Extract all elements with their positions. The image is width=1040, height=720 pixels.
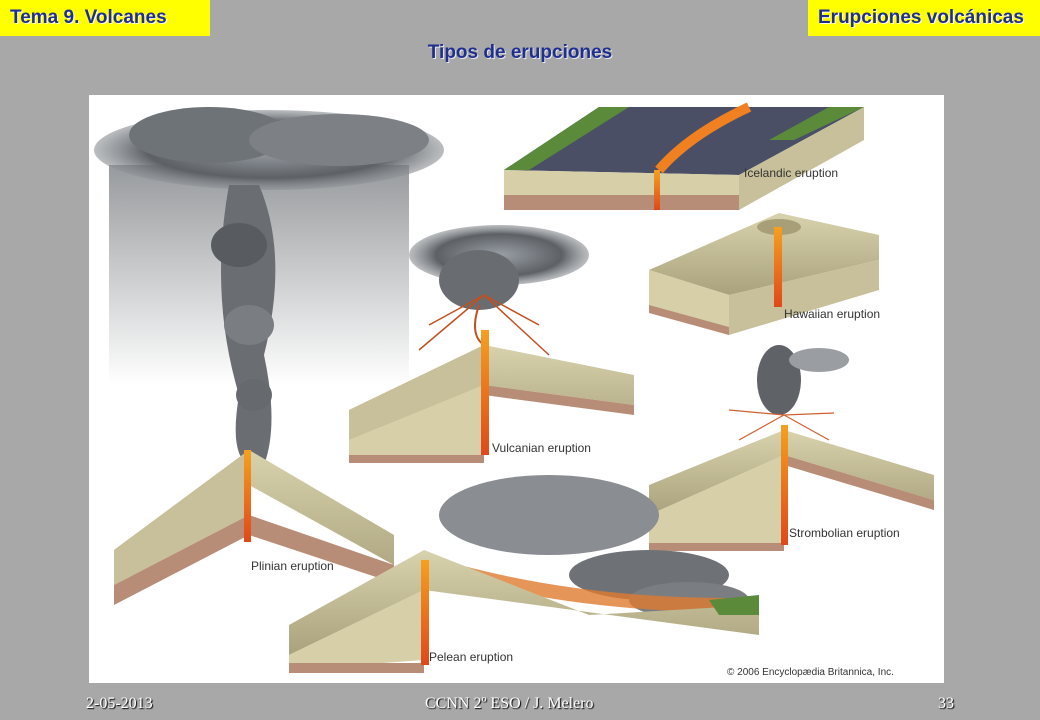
footer-course: CCNN 2º ESO / J. Melero (425, 695, 594, 712)
label-strombolian: Strombolian eruption (789, 526, 900, 540)
copyright-note: © 2006 Encyclopædia Britannica, Inc. (727, 667, 894, 678)
strombolian-volcano (649, 345, 934, 551)
icelandic-block (504, 102, 864, 210)
label-vulcanian: Vulcanian eruption (492, 441, 591, 455)
topic-tag: Tema 9. Volcanes (0, 0, 210, 36)
label-pelean: Pelean eruption (429, 650, 514, 664)
plinian-volcano (94, 107, 444, 605)
topic-label: Tema 9. Volcanes (10, 7, 167, 28)
label-plinian: Plinian eruption (251, 559, 334, 573)
eruption-drawings (94, 102, 934, 673)
pelean-volcano (289, 475, 759, 673)
page-number: 33 (938, 695, 954, 712)
label-icelandic: Icelandic eruption (744, 166, 839, 180)
hawaiian-block (649, 213, 879, 335)
section-label: Erupciones volcánicas (818, 7, 1024, 28)
label-hawaiian: Hawaiian eruption (784, 307, 881, 321)
vulcanian-volcano (349, 225, 634, 463)
eruption-types-illustration: Icelandic eruption Hawaiian eruption Vul… (89, 95, 944, 683)
footer-date: 2-05-2013 (86, 695, 153, 712)
section-tag: Erupciones volcánicas (808, 0, 1040, 36)
slide-title: Tipos de erupciones (427, 42, 613, 63)
